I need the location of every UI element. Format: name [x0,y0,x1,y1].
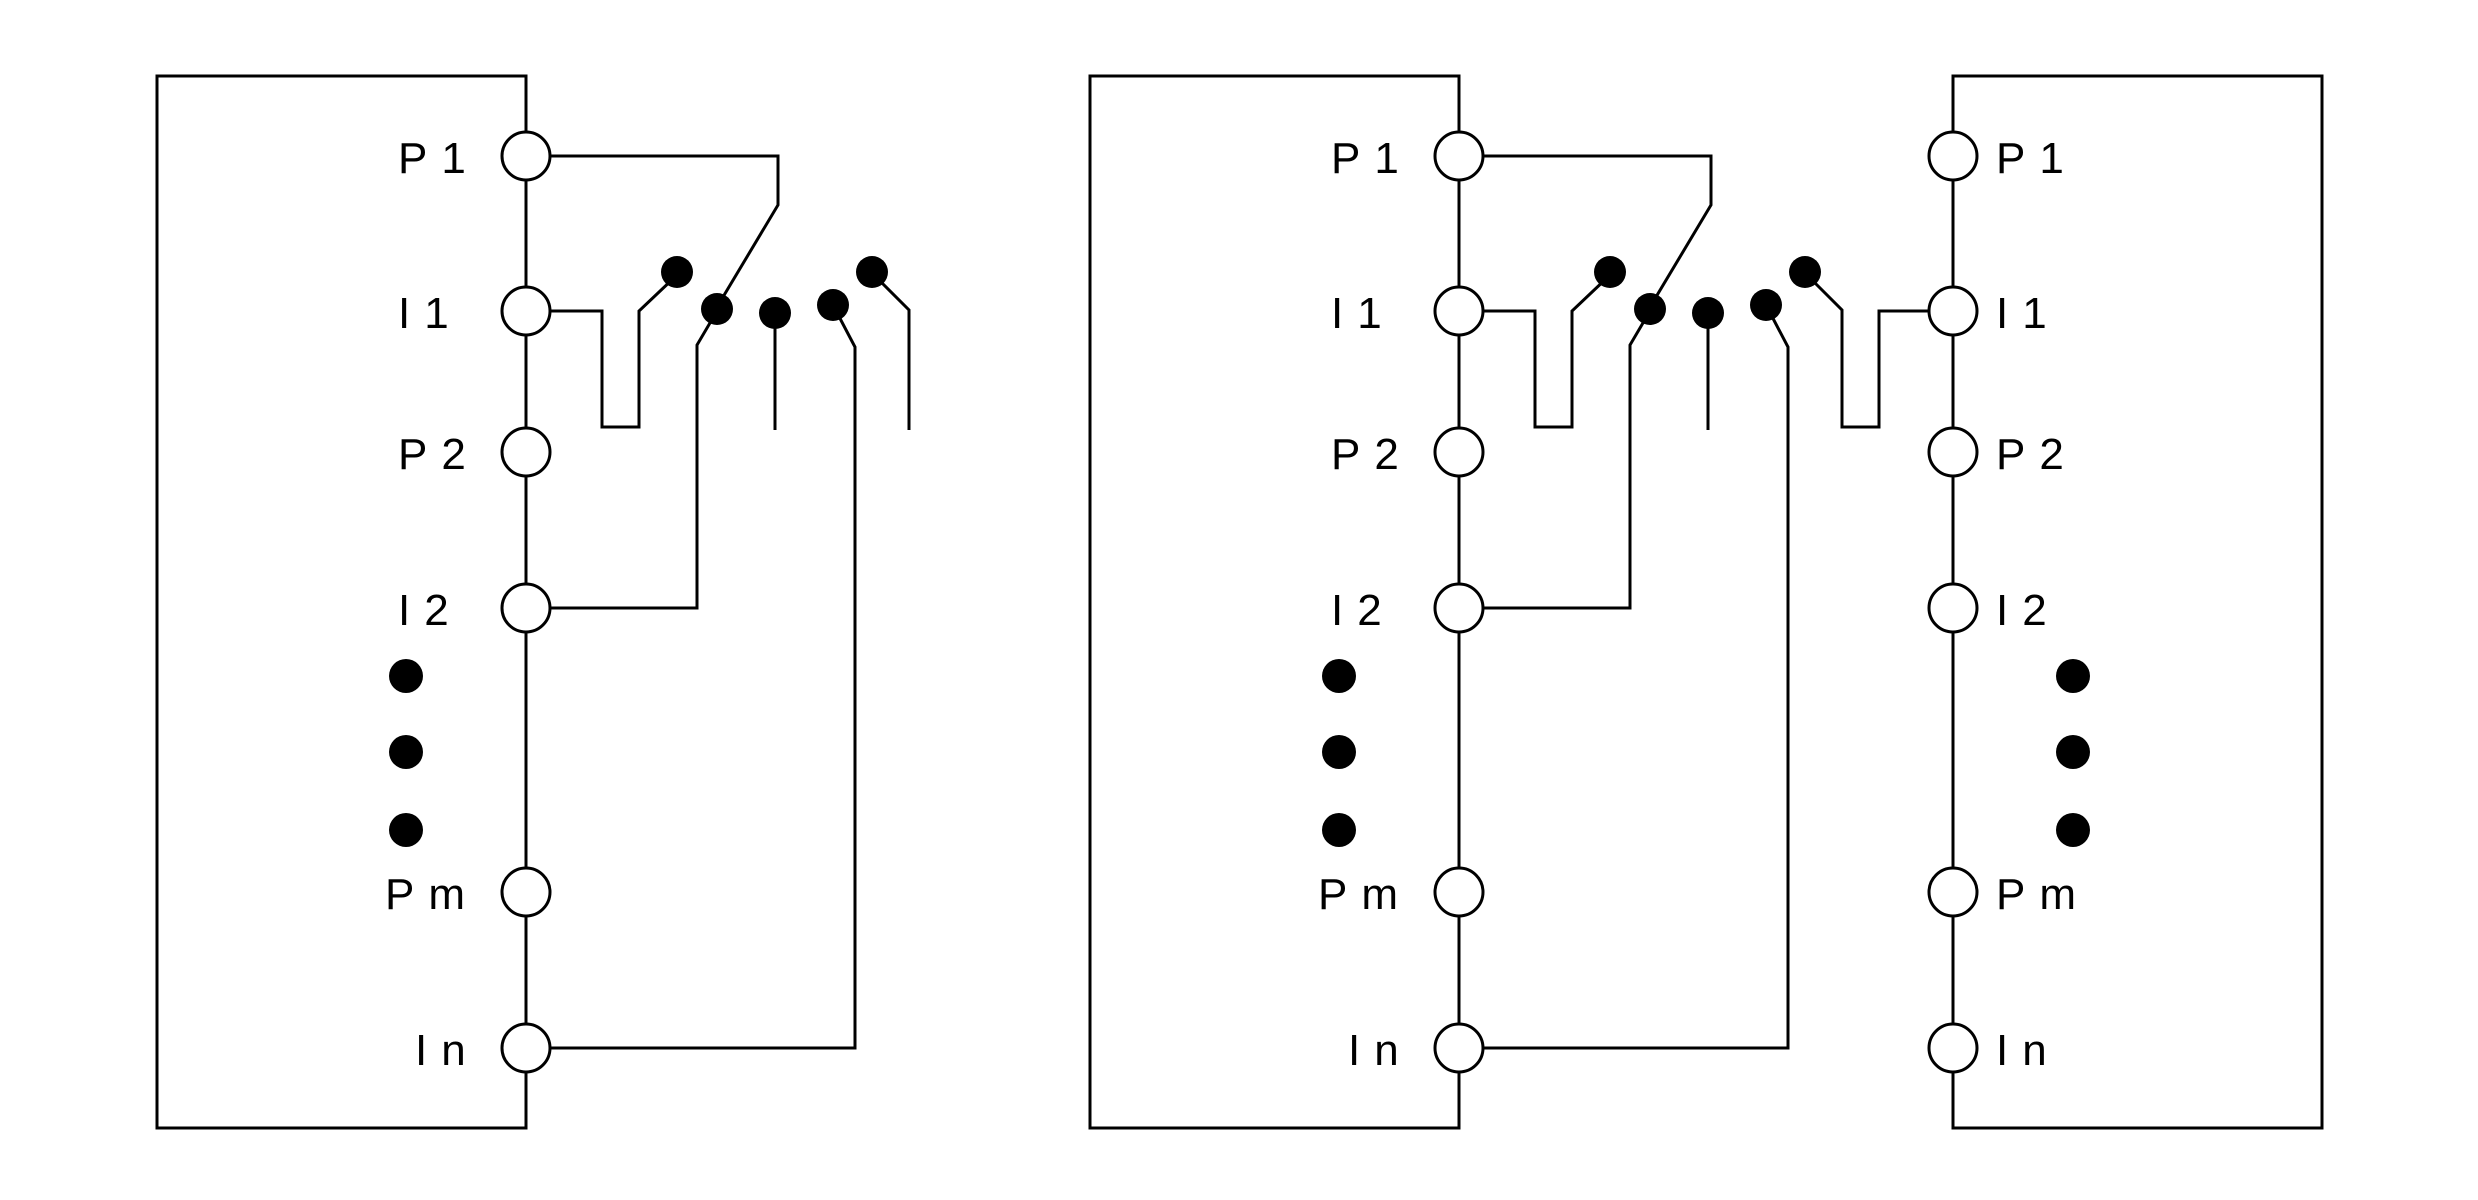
diagram-left: P1 I1 P2 I2 Pm In [155,74,911,1130]
pin-label-p2: P2 [398,430,480,479]
pin-label-in: In [415,1026,480,1075]
pin-label-p1: P1 [1331,134,1413,183]
ellipsis-dot [2056,735,2090,769]
terminal-i1 [500,285,552,337]
ellipsis-dot [1322,659,1356,693]
pin-label-pm: Pm [1996,870,2090,919]
terminal-in [1927,1022,1979,1074]
pin-label-i1: I1 [398,289,463,338]
pin-label-in: In [1996,1026,2061,1075]
wire-in-to-switch [1459,306,1790,1050]
terminal-p1 [1927,130,1979,182]
terminal-p2 [1433,426,1485,478]
wire-i1-meander [1459,273,1612,429]
pin-label-p1: P1 [1996,134,2078,183]
terminal-i2 [1927,582,1979,634]
pin-label-pm: Pm [385,870,479,919]
pin-label-p2: P2 [1331,430,1413,479]
terminal-i1 [1927,285,1979,337]
switch-contact-dot [1750,289,1782,321]
pin-label-i2: I2 [398,586,463,635]
diagram-right: P1 I1 P2 I2 Pm In P1 I1 P2 I2 Pm In [1088,74,2324,1130]
terminal-i1 [1433,285,1485,337]
ellipsis-dot [389,735,423,769]
right-module-box-a [1088,74,1461,1130]
pin-label-i1: I1 [1331,289,1396,338]
ellipsis-dot [1322,813,1356,847]
terminal-pm [500,866,552,918]
switch-contact-dot [701,293,733,325]
ellipsis-dot [389,659,423,693]
pin-label-in: In [1348,1026,1413,1075]
terminal-p2 [1927,426,1979,478]
terminal-in [1433,1022,1485,1074]
terminal-p1 [500,130,552,182]
terminal-p1 [1433,130,1485,182]
pin-label-p1: P1 [398,134,480,183]
contact-stub [870,271,911,430]
terminal-in [500,1022,552,1074]
switch-contact-dot [817,289,849,321]
wire-p1-to-switch [1459,154,1713,308]
pin-label-i1: I1 [1996,289,2061,338]
ellipsis-dot [1322,735,1356,769]
wire-in-to-switch [526,306,857,1050]
switch-contact-dot [1594,256,1626,288]
wire-i1-meander [526,273,679,429]
pin-label-pm: Pm [1318,870,1412,919]
switch-contact-dot [856,256,888,288]
ellipsis-dot [2056,813,2090,847]
terminal-i2 [500,582,552,634]
switch-contact-dot [759,297,791,329]
switch-contact-dot [661,256,693,288]
wire-p1-to-switch [526,154,780,308]
terminal-i2 [1433,582,1485,634]
pin-label-i2: I2 [1996,586,2061,635]
switch-contact-dot [1692,297,1724,329]
switch-contact-dot [1789,256,1821,288]
terminal-pm [1433,866,1485,918]
ellipsis-dot [2056,659,2090,693]
terminal-p2 [500,426,552,478]
wire-i2-to-switch [1459,310,1652,610]
switch-contact-dot [1634,293,1666,325]
wire-i2-to-switch [526,310,719,610]
pin-label-p2: P2 [1996,430,2078,479]
wire-switch-to-module-b-i1 [1803,271,1953,429]
ellipsis-dot [389,813,423,847]
terminal-pm [1927,866,1979,918]
left-module-box [155,74,528,1130]
pin-label-i2: I2 [1331,586,1396,635]
